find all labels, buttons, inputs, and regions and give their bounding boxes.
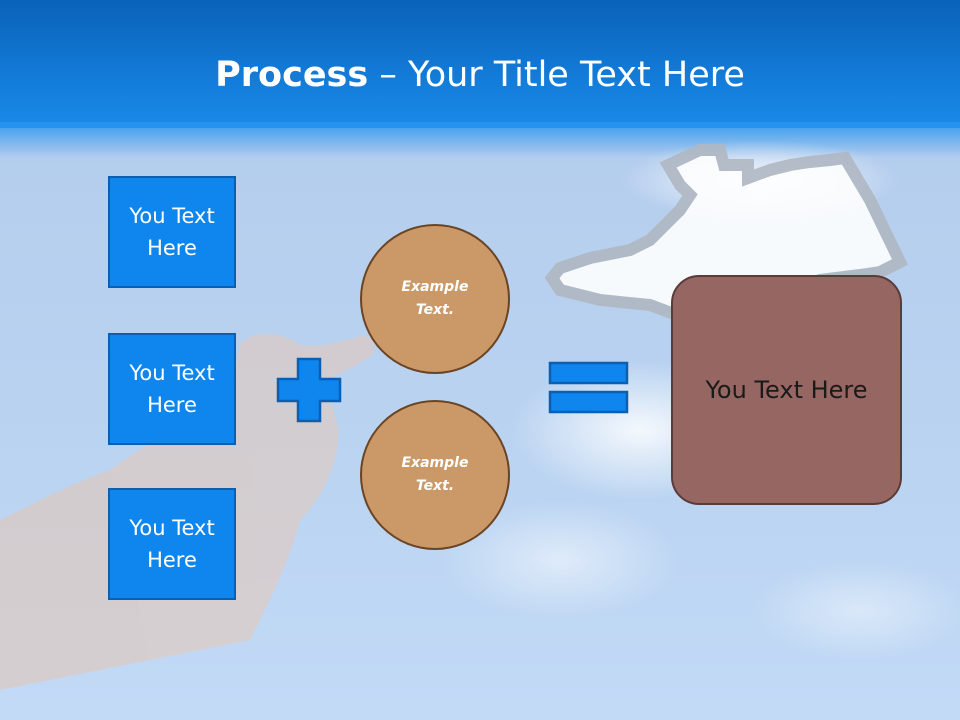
result-box[interactable]: You Text Here — [671, 275, 902, 505]
equals-icon — [548, 361, 629, 414]
cloud — [440, 500, 680, 620]
title-rest: Your Title Text Here — [407, 55, 745, 95]
text-box-2[interactable]: You Text Here — [108, 333, 236, 445]
example-circle-2[interactable]: Example Text. — [360, 400, 510, 550]
cloud — [750, 560, 960, 660]
example-circle-1[interactable]: Example Text. — [360, 224, 510, 374]
title-bold: Process — [215, 55, 369, 95]
header-bar — [0, 0, 960, 128]
text-box-3[interactable]: You Text Here — [108, 488, 236, 600]
plus-icon — [276, 357, 342, 423]
title-dash: – — [368, 55, 408, 95]
text-box-1[interactable]: You Text Here — [108, 176, 236, 288]
page-title: Process – Your Title Text Here — [0, 50, 960, 100]
